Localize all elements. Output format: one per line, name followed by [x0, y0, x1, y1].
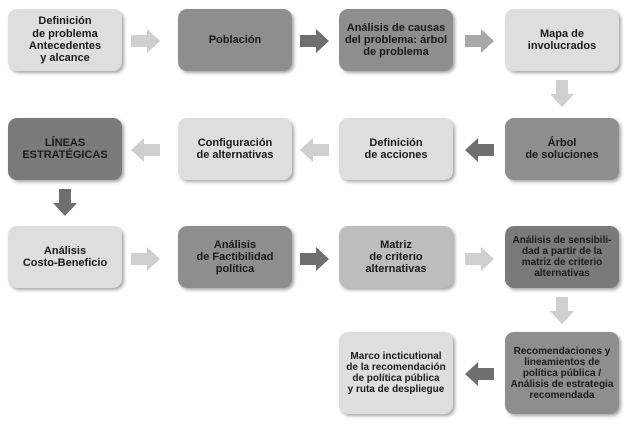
arrow-right-icon [131, 29, 161, 53]
arrow-down-icon [550, 80, 574, 108]
node-poblacion: Población [178, 9, 292, 71]
node-analisis-sensibilidad: Análisis de sensibili- dad a partir de l… [505, 226, 619, 288]
node-label: Marco incticutional de la recomendación … [346, 351, 446, 395]
node-label: Análisis de sensibili- dad a partir de l… [512, 235, 612, 279]
node-label: Definición de problema Antecedentes y al… [28, 15, 102, 65]
node-label: Matriz de criterio alternativas [365, 238, 427, 276]
node-marco-institucional: Marco incticutional de la recomendación … [339, 332, 453, 414]
node-label: Análisis Costo-Beneficio [22, 244, 108, 269]
arrow-left-icon [300, 138, 330, 162]
arrow-left-icon [465, 362, 495, 386]
node-recomendaciones: Recomendaciones y lineamientos de políti… [505, 332, 619, 414]
node-label: Población [208, 33, 262, 46]
arrow-down-icon [550, 297, 574, 325]
node-label: Mapa de involucrados [527, 27, 597, 52]
arrow-right-icon [131, 247, 161, 271]
node-label: Árbol de soluciones [525, 136, 599, 161]
node-definicion-acciones: Definición de acciones [339, 118, 453, 180]
node-label: LÍNEAS ESTRATÉGICAS [22, 136, 108, 161]
arrow-left-icon [131, 138, 161, 162]
node-configuracion-alternativas: Configuración de alternativas [178, 118, 292, 180]
node-label: Definición de acciones [364, 136, 428, 161]
node-label: Análisis de Factibilidad política [196, 238, 274, 276]
node-definicion-problema: Definición de problema Antecedentes y al… [8, 9, 122, 71]
arrow-right-icon [300, 247, 330, 271]
arrow-right-icon [465, 29, 495, 53]
node-mapa-involucrados: Mapa de involucrados [505, 9, 619, 71]
arrow-down-icon [53, 189, 77, 217]
arrow-left-icon [465, 138, 495, 162]
node-analisis-costo-beneficio: Análisis Costo-Beneficio [8, 226, 122, 288]
node-analisis-factibilidad: Análisis de Factibilidad política [178, 226, 292, 288]
node-label: Recomendaciones y lineamientos de políti… [510, 345, 614, 401]
arrow-right-icon [300, 29, 330, 53]
node-analisis-causas: Análisis de causas del problema: árbol d… [339, 9, 453, 71]
arrow-right-icon [465, 247, 495, 271]
node-lineas-estrategicas: LÍNEAS ESTRATÉGICAS [8, 118, 122, 180]
node-label: Análisis de causas del problema: árbol d… [344, 21, 448, 59]
node-arbol-soluciones: Árbol de soluciones [505, 118, 619, 180]
node-matriz-criterio: Matriz de criterio alternativas [339, 226, 453, 288]
node-label: Configuración de alternativas [196, 136, 274, 161]
